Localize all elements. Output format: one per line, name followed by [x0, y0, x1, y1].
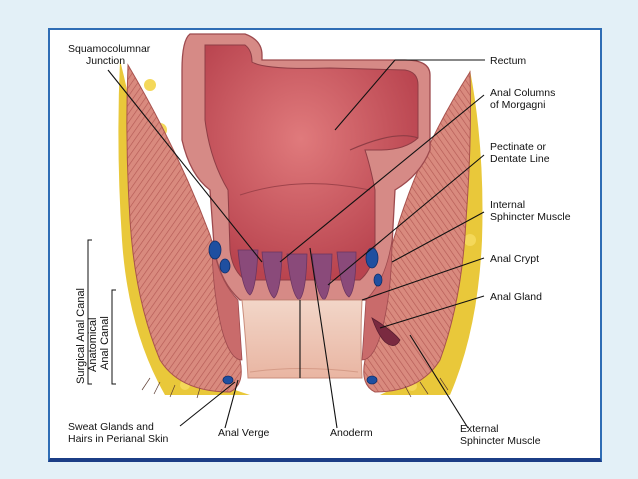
anal-gland [371, 317, 401, 346]
label-external-2: Sphincter Muscle [460, 435, 541, 447]
anal-columns [237, 249, 357, 301]
perianal-hairs [141, 377, 449, 399]
anoderm-canal [241, 299, 363, 379]
label-pectinate-2: Dentate Line [490, 153, 550, 165]
vascular-cushions [208, 240, 383, 385]
label-anal-columns-2: of Morgagni [490, 99, 545, 111]
leader-lines [107, 59, 485, 429]
label-anal-columns-1: Anal Columns [490, 87, 555, 99]
external-sphincter-left [126, 63, 242, 393]
label-sweat-2: Hairs in Perianal Skin [68, 433, 169, 445]
label-anoderm: Anoderm [330, 427, 373, 439]
label-surgical-anal-canal: Surgical Anal Canal [75, 288, 87, 384]
label-anal-crypt: Anal Crypt [490, 253, 539, 265]
label-anatomical-1: Anatomical [87, 318, 99, 372]
label-squamocolumnar-2: Junction [86, 55, 125, 67]
label-anal-verge: Anal Verge [218, 427, 270, 439]
label-rectum: Rectum [490, 55, 526, 67]
canal-brackets [87, 239, 116, 385]
label-sweat-1: Sweat Glands and [68, 421, 154, 433]
rectal-mucosa [204, 44, 419, 281]
label-internal-1: Internal [490, 199, 525, 211]
label-squamocolumnar-1: Squamocolumnar [68, 43, 151, 55]
label-anatomical-2: Anal Canal [99, 316, 111, 370]
label-external-1: External [460, 423, 499, 435]
label-internal-2: Sphincter Muscle [490, 211, 571, 223]
label-anal-gland: Anal Gland [490, 291, 542, 303]
label-pectinate-1: Pectinate or [490, 141, 547, 153]
external-sphincter-right [363, 70, 471, 393]
